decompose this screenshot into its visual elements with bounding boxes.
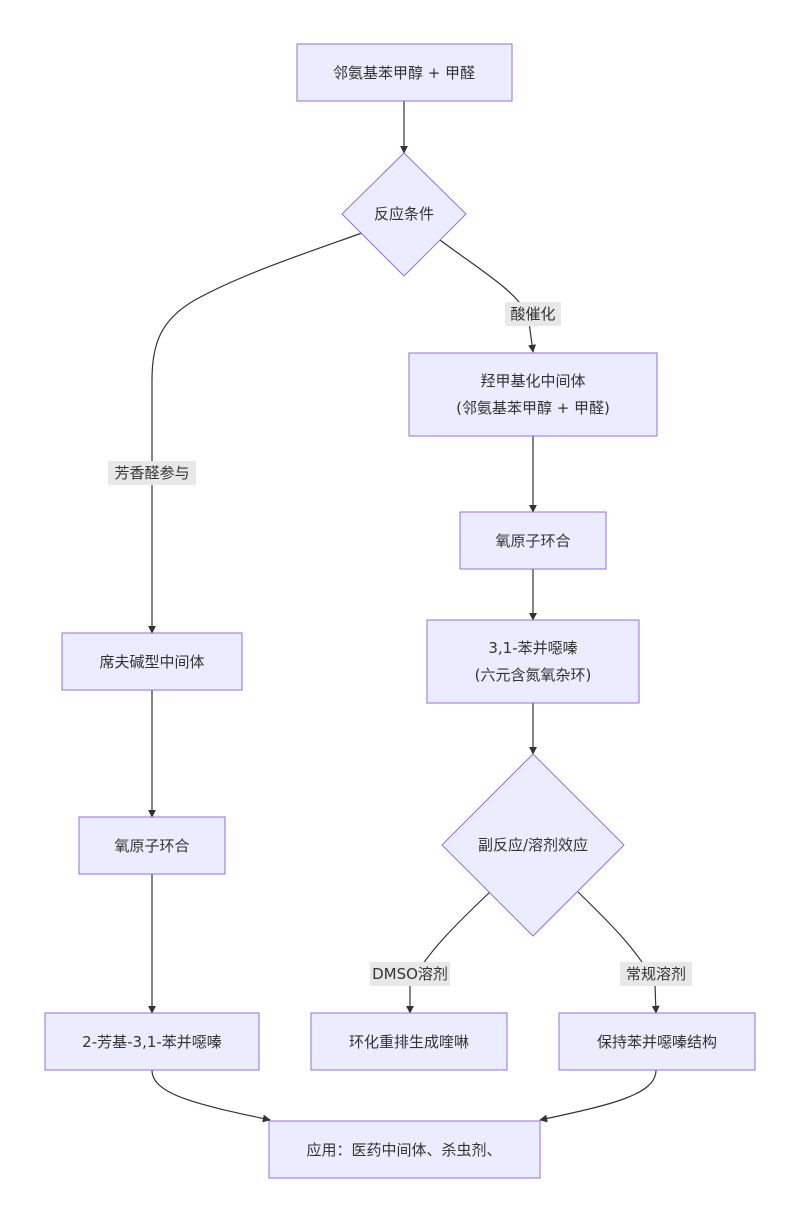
edge-keep-to-applications [539, 1069, 657, 1123]
node-start[interactable]: 邻氨基苯甲醇 + 甲醛 [296, 43, 513, 102]
node-box [408, 352, 658, 437]
edge-label-bg [370, 962, 450, 986]
edge-label-dmso: DMSO溶剂 [370, 962, 450, 986]
edge-label-bg [505, 302, 561, 326]
edge-conditions-to-schiff [148, 232, 363, 634]
node-box [268, 1120, 541, 1179]
edge-label-text: 酸催化 [510, 305, 555, 323]
edge-side-to-quinazoline [406, 891, 491, 1014]
node-box [459, 511, 607, 570]
node-label: 副反应/溶剂效应 [478, 836, 588, 854]
edge-side-to-keep [577, 891, 660, 1014]
edge-conditions-to-hydroxymethyl [439, 239, 536, 353]
edge-labels: 酸催化 芳香醛参与 DMSO溶剂 常规溶剂 [108, 302, 692, 986]
node-applications[interactable]: 应用：医药中间体、杀虫剂、 [268, 1120, 541, 1179]
node-box [61, 632, 243, 691]
node-label: 反应条件 [374, 205, 434, 223]
node-label-line-1: 3,1-苯并噁嗪 [488, 639, 577, 657]
node-side-reaction[interactable]: 副反应/溶剂效应 [441, 753, 625, 937]
node-label-line-2: (六元含氮氧杂环) [475, 666, 592, 684]
edge-label-text: 常规溶剂 [626, 965, 686, 983]
node-label: 氧原子环合 [495, 532, 570, 550]
edge-label-normal-solvent: 常规溶剂 [620, 962, 692, 986]
node-o-cyclize-right[interactable]: 氧原子环合 [459, 511, 607, 570]
node-benzoxazine[interactable]: 3,1-苯并噁嗪 (六元含氮氧杂环) [426, 619, 640, 704]
node-o-cyclize-left[interactable]: 氧原子环合 [78, 816, 226, 875]
node-label: 邻氨基苯甲醇 + 甲醛 [333, 64, 475, 82]
node-box [558, 1012, 756, 1071]
edge-label-text: DMSO溶剂 [372, 965, 448, 983]
node-quinazoline[interactable]: 环化重排生成喹啉 [310, 1012, 508, 1071]
node-label: 氧原子环合 [114, 837, 189, 855]
node-label-line-2: (邻氨基苯甲醇 + 甲醛) [456, 399, 610, 417]
edge-label-bg [108, 461, 196, 485]
edge-label-acid: 酸催化 [505, 302, 561, 326]
node-box [44, 1012, 260, 1071]
decision-diamond [441, 753, 625, 937]
node-label: 2-芳基-3,1-苯并噁嗪 [82, 1033, 222, 1051]
edges [148, 101, 660, 1123]
nodes: 邻氨基苯甲醇 + 甲醛 反应条件 羟甲基化中间体 (邻氨基苯甲醇 + 甲醛) 氧… [44, 43, 756, 1179]
node-box [426, 619, 640, 704]
node-label: 环化重排生成喹啉 [349, 1033, 469, 1051]
node-box [310, 1012, 508, 1071]
node-schiff[interactable]: 席夫碱型中间体 [61, 632, 243, 691]
edge-label-aromatic-aldehyde: 芳香醛参与 [108, 461, 196, 485]
node-label: 保持苯并噁嗪结构 [597, 1033, 717, 1051]
node-hydroxymethyl[interactable]: 羟甲基化中间体 (邻氨基苯甲醇 + 甲醛) [408, 352, 658, 437]
node-conditions[interactable]: 反应条件 [341, 152, 467, 277]
edge-aryl-to-applications [151, 1069, 271, 1123]
node-box [296, 43, 513, 102]
node-aryl-benzoxazine[interactable]: 2-芳基-3,1-苯并噁嗪 [44, 1012, 260, 1071]
edge-label-bg [620, 962, 692, 986]
edge-label-text: 芳香醛参与 [114, 464, 189, 482]
decision-diamond [341, 152, 467, 277]
node-label: 席夫碱型中间体 [99, 653, 204, 671]
node-box [78, 816, 226, 875]
node-label: 应用：医药中间体、杀虫剂、 [306, 1141, 501, 1159]
node-label-line-1: 羟甲基化中间体 [480, 372, 585, 390]
node-keep-structure[interactable]: 保持苯并噁嗪结构 [558, 1012, 756, 1071]
